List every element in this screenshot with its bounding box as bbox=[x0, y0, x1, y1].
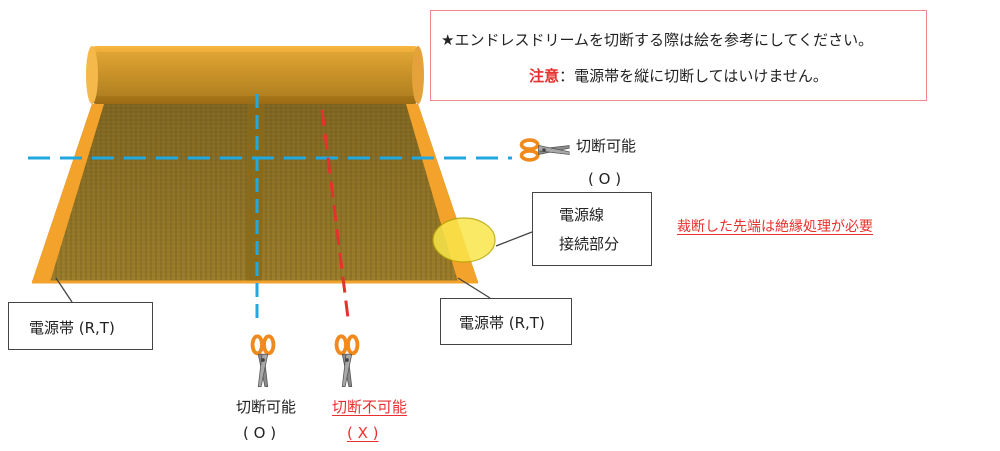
cut-vertical-ok-label: 切断可能 bbox=[236, 398, 297, 416]
callout-power-band-right: 電源帯 (R,T) bbox=[440, 298, 572, 345]
insulation-note: 裁断した先端は絶縁処理が必要 bbox=[677, 219, 873, 235]
notice-main-text: ★エンドレスドリームを切断する際は絵を参考にしてください。 bbox=[441, 31, 874, 49]
wire-connection-highlight bbox=[432, 217, 496, 263]
film-roll bbox=[86, 46, 424, 104]
callout-wire-line1: 電源線 bbox=[559, 206, 605, 224]
notice-box: ★エンドレスドリームを切断する際は絵を参考にしてください。 注意：電源帯を縦に切… bbox=[430, 10, 927, 101]
callout-pointers bbox=[55, 231, 533, 303]
callout-wire-line2: 接続部分 bbox=[559, 235, 620, 253]
callout-wire-connection: 電源線 接続部分 bbox=[532, 192, 652, 266]
callout-power-band-left: 電源帯 (R,T) bbox=[8, 302, 153, 350]
notice-warning-text: ：電源帯を縦に切断してはいけません。 bbox=[559, 67, 828, 85]
scissors-icon bbox=[250, 334, 276, 389]
notice-warning-label: 注意 bbox=[529, 67, 560, 85]
cut-vertical-ng-label: 切断不可能 bbox=[332, 398, 408, 416]
film-sheet bbox=[32, 104, 478, 284]
cut-vertical-ng-mark: ( X ) bbox=[347, 424, 379, 442]
cut-horizontal-label: 切断可能 bbox=[576, 137, 637, 155]
cut-vertical-ok-mark: ( O ) bbox=[243, 424, 277, 442]
cut-line-vertical-ng bbox=[320, 109, 350, 319]
scissors-icon bbox=[519, 138, 572, 162]
scissors-icon bbox=[334, 334, 360, 389]
notice-warning: 注意：電源帯を縦に切断してはいけません。 bbox=[431, 65, 926, 86]
cut-horizontal-mark: ( O ) bbox=[588, 170, 622, 188]
